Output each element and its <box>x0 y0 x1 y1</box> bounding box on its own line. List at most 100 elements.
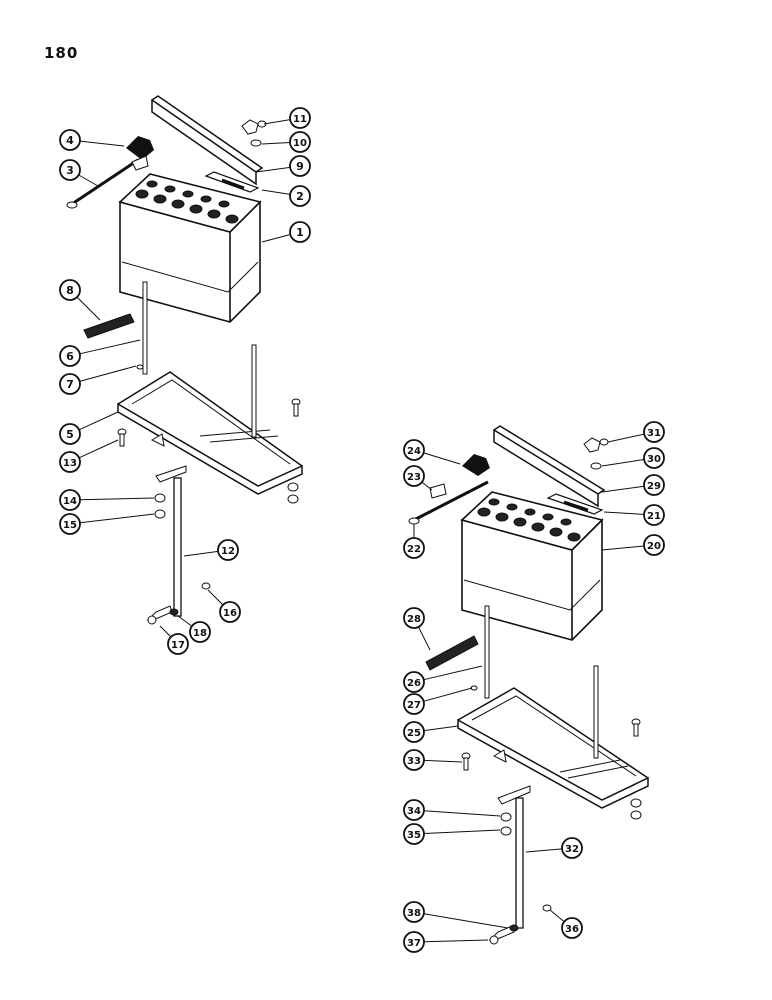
callout-circle <box>59 159 81 181</box>
lower-washer <box>169 608 179 616</box>
callout-22: 22 <box>403 524 425 559</box>
callout-leader-line <box>79 365 137 382</box>
callout-21: 21 <box>603 504 665 526</box>
insulator-bar <box>425 635 479 671</box>
callout-number: 33 <box>407 756 421 767</box>
callout-leader-line <box>207 589 224 606</box>
battery-assembly-lower <box>408 425 649 945</box>
callout-leader-line <box>607 433 645 443</box>
callout-number: 2 <box>296 190 304 203</box>
callout-circle <box>643 421 665 443</box>
callout-number: 21 <box>647 511 661 522</box>
callout-31: 31 <box>607 421 665 443</box>
lower-washer <box>509 924 519 932</box>
callout-number: 3 <box>66 164 74 177</box>
callout-leader-line <box>423 452 461 465</box>
callout-16: 16 <box>207 589 241 623</box>
callout-leader-line <box>159 625 172 638</box>
callout-number: 20 <box>647 541 661 552</box>
callout-circle <box>59 373 81 395</box>
terminal-boot <box>462 454 490 476</box>
callout-27: 27 <box>403 687 473 715</box>
callout-number: 24 <box>407 446 421 457</box>
callout-leader-line <box>423 665 483 681</box>
callout-23: 23 <box>403 465 433 491</box>
page-number: 180 <box>44 44 79 62</box>
callout-number: 22 <box>407 544 421 555</box>
lock-washer <box>154 493 166 503</box>
tray-bolt-right <box>291 398 301 417</box>
callout-leader-line <box>423 687 473 702</box>
callout-circle <box>403 901 425 923</box>
insulator-bar <box>83 313 135 339</box>
callout-leader-line <box>263 119 291 125</box>
callout-number: 27 <box>407 700 421 711</box>
callout-circle <box>403 823 425 845</box>
callout-number: 6 <box>66 350 74 363</box>
callout-leader-line <box>525 848 563 853</box>
callout-26: 26 <box>403 665 483 693</box>
callout-number: 14 <box>63 496 77 507</box>
callout-7: 7 <box>59 365 137 395</box>
callout-18: 18 <box>177 615 211 643</box>
callout-leader-line <box>423 913 509 929</box>
callout-1: 1 <box>261 221 311 243</box>
tray-nuts <box>630 798 642 820</box>
callout-circle <box>403 465 425 487</box>
callout-34: 34 <box>403 799 501 821</box>
washer <box>250 139 262 147</box>
bolt <box>241 119 267 135</box>
callout-number: 28 <box>407 614 421 625</box>
connector-strap <box>204 171 260 193</box>
callout-number: 23 <box>407 472 421 483</box>
bolt <box>583 437 609 453</box>
callout-36: 36 <box>549 909 583 939</box>
callout-leader-line <box>183 550 219 557</box>
callout-number: 12 <box>221 546 235 557</box>
callout-circle <box>403 721 425 743</box>
callout-circle <box>217 539 239 561</box>
callout-leader-line <box>79 339 141 355</box>
callout-circle <box>403 439 425 461</box>
callout-number: 16 <box>223 608 237 619</box>
battery-cable <box>71 158 139 206</box>
callout-leader-line <box>423 759 463 763</box>
callout-number: 31 <box>647 428 661 439</box>
callout-leader-line <box>76 296 101 321</box>
callout-number: 17 <box>171 640 185 651</box>
callout-circle <box>59 513 81 535</box>
callout-leader-line <box>423 829 501 834</box>
callout-number: 35 <box>407 830 421 841</box>
callout-leader-line <box>549 909 565 923</box>
callout-circle <box>561 917 583 939</box>
battery-tray <box>117 344 303 495</box>
callout-leader-line <box>261 189 291 195</box>
callout-number: 29 <box>647 481 661 492</box>
callout-number: 25 <box>407 728 421 739</box>
battery-tray <box>457 665 649 809</box>
callout-circle <box>403 799 425 821</box>
callout-circle <box>403 537 425 559</box>
terminal-clamp <box>429 483 447 499</box>
callout-circle <box>643 447 665 469</box>
terminal-boot <box>126 136 154 160</box>
callout-circle <box>59 423 81 445</box>
callout-circle <box>59 451 81 473</box>
tray-nuts <box>287 482 299 504</box>
callout-circle <box>59 279 81 301</box>
callout-12: 12 <box>183 539 239 561</box>
battery <box>460 491 604 641</box>
callout-28: 28 <box>403 607 431 651</box>
callout-leader-line <box>601 545 645 551</box>
callout-number: 15 <box>63 520 77 531</box>
callout-circle <box>59 489 81 511</box>
hanger-strap <box>497 785 531 929</box>
callout-number: 7 <box>66 378 74 391</box>
callout-30: 30 <box>601 447 665 469</box>
callout-leader-line <box>78 174 99 187</box>
tray-bolt <box>117 428 127 447</box>
callout-33: 33 <box>403 749 463 771</box>
callout-circle <box>403 607 425 629</box>
callout-circle <box>561 837 583 859</box>
